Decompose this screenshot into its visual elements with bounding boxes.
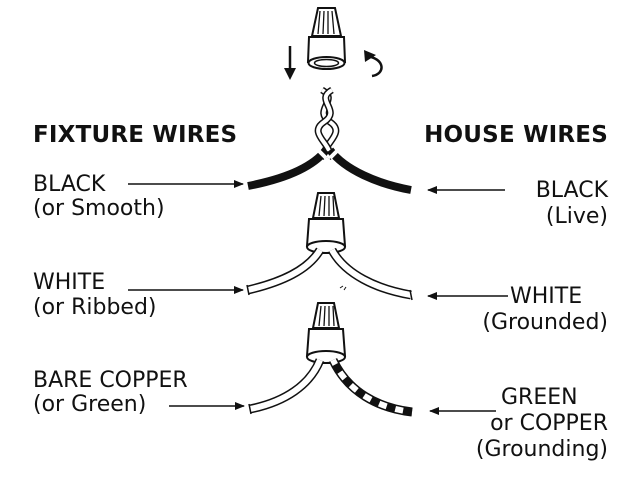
- fixture-black-label: BLACK: [33, 172, 106, 197]
- house-copper-label: or COPPER: [490, 411, 608, 436]
- house-white-label: WHITE: [510, 284, 583, 309]
- house-black-sublabel: (Live): [545, 204, 608, 229]
- house-grounding-label: (Grounding): [475, 437, 608, 462]
- middle-wire-nut-icon: [305, 192, 347, 254]
- twisted-wires: [314, 86, 340, 160]
- top-wire-nut-icon: [306, 7, 347, 70]
- down-arrow-icon: [284, 46, 296, 80]
- house-black-label: BLACK: [535, 178, 608, 203]
- grounding-wires: [248, 357, 413, 417]
- bottom-wire-nut-icon: [305, 302, 347, 364]
- black-wires: [247, 147, 412, 194]
- fixture-black-sublabel: (or Smooth): [33, 196, 165, 221]
- house-green-label: GREEN: [501, 385, 578, 410]
- white-wires: [246, 247, 413, 301]
- fixture-wires-heading: FIXTURE WIRES: [33, 122, 238, 148]
- twist-arrow-icon: [364, 50, 383, 78]
- fixture-white-sublabel: (or Ribbed): [33, 295, 157, 320]
- fixture-white-label: WHITE: [33, 270, 106, 295]
- fixture-copper-sublabel: (or Green): [33, 392, 147, 417]
- leader-lines: [128, 180, 508, 415]
- fixture-copper-label: BARE COPPER: [33, 368, 188, 393]
- house-wires-heading: HOUSE WIRES: [424, 122, 608, 148]
- house-white-sublabel: (Grounded): [482, 310, 608, 335]
